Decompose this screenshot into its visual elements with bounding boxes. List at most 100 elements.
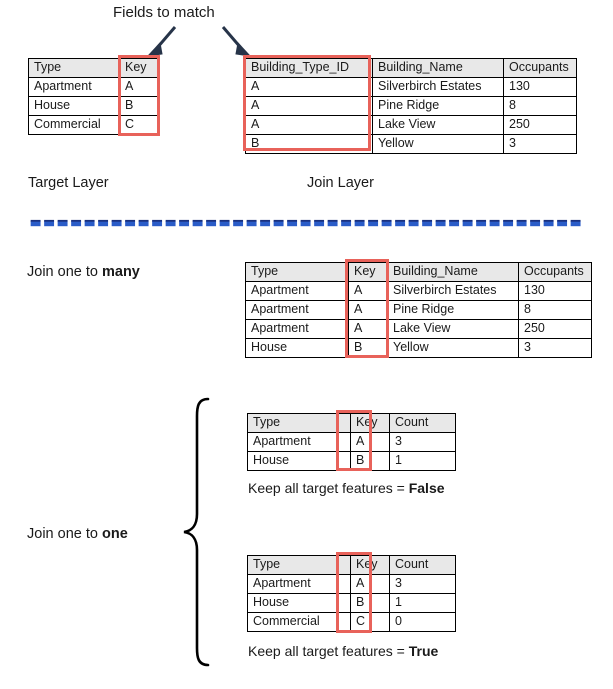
cell-occupants: 8 <box>503 96 577 116</box>
table-row: Apartment A 3 <box>247 432 456 452</box>
table-row: Commercial C 0 <box>247 612 456 632</box>
column-header-building-name: Building_Name <box>372 58 504 78</box>
column-header-type: Type <box>247 555 351 575</box>
table-header-row: Type Key Count <box>247 555 456 575</box>
one-to-many-table-wrap: Type Key Building_Name Occupants Apartme… <box>245 262 592 358</box>
cell-building-name: Silverbirch Estates <box>372 77 504 97</box>
table-row: House B 1 <box>247 593 456 613</box>
column-header-occupants: Occupants <box>518 262 592 282</box>
column-header-key: Key <box>350 413 390 433</box>
cell-key: B <box>350 593 390 613</box>
cell-occupants: 250 <box>518 319 592 339</box>
cell-occupants: 130 <box>503 77 577 97</box>
join-one-to-many-label: Join one to many <box>27 264 140 281</box>
join-one-to-one-label-prefix: Join one to <box>27 526 102 542</box>
cell-key: A <box>348 281 388 301</box>
table-row: B Yellow 3 <box>245 134 577 154</box>
caption-value: True <box>408 643 439 659</box>
cell-type: Apartment <box>245 319 349 339</box>
one-to-many-result-table: Type Key Building_Name Occupants Apartme… <box>245 262 592 358</box>
cell-building-name: Pine Ridge <box>387 300 519 320</box>
target-layer-caption: Target Layer <box>28 175 109 191</box>
cell-key: B <box>350 451 390 471</box>
table-row: Apartment A 3 <box>247 574 456 594</box>
cell-count: 1 <box>389 451 456 471</box>
cell-key: A <box>348 300 388 320</box>
column-header-key: Key <box>119 58 159 78</box>
cell-key: C <box>350 612 390 632</box>
caption-prefix: Keep all target features = <box>248 643 409 659</box>
keep-all-target-features-false-caption: Keep all target features = False <box>248 480 445 496</box>
cell-type: Apartment <box>245 281 349 301</box>
cell-count: 3 <box>389 432 456 452</box>
table-row: A Lake View 250 <box>245 115 577 135</box>
table-row: House B <box>28 96 159 116</box>
table-row: Apartment A Pine Ridge 8 <box>245 300 592 320</box>
table-row: House B Yellow 3 <box>245 338 592 358</box>
section-divider <box>30 219 581 227</box>
column-header-occupants: Occupants <box>503 58 577 78</box>
arrow-to-target-key-icon <box>146 26 177 57</box>
column-header-building-name: Building_Name <box>387 262 519 282</box>
cell-type: House <box>28 96 120 116</box>
cell-building-type-id: B <box>245 134 373 154</box>
cell-type: House <box>245 338 349 358</box>
table-header-row: Type Key Building_Name Occupants <box>245 262 592 282</box>
cell-type: Apartment <box>245 300 349 320</box>
one-to-one-false-result-table: Type Key Count Apartment A 3 House B 1 <box>247 413 456 471</box>
column-header-type: Type <box>247 413 351 433</box>
caption-prefix: Keep all target features = <box>248 480 409 496</box>
cell-count: 0 <box>389 612 456 632</box>
table-row: Apartment A Silverbirch Estates 130 <box>245 281 592 301</box>
cell-building-type-id: A <box>245 77 373 97</box>
target-layer-table-wrap: Type Key Apartment A House B Commercial … <box>28 58 159 135</box>
cell-building-type-id: A <box>245 96 373 116</box>
column-header-key: Key <box>348 262 388 282</box>
column-header-key: Key <box>350 555 390 575</box>
cell-type: House <box>247 593 351 613</box>
cell-building-type-id: A <box>245 115 373 135</box>
cell-count: 3 <box>389 574 456 594</box>
cell-type: Apartment <box>247 432 351 452</box>
one-to-one-grouping-brace <box>183 397 210 667</box>
cell-building-name: Yellow <box>387 338 519 358</box>
cell-building-name: Yellow <box>372 134 504 154</box>
column-header-count: Count <box>389 555 456 575</box>
cell-key: B <box>348 338 388 358</box>
one-to-one-true-table-wrap: Type Key Count Apartment A 3 House B 1 C… <box>247 555 456 632</box>
join-layer-table: Building_Type_ID Building_Name Occupants… <box>245 58 577 154</box>
table-row: Apartment A <box>28 77 159 97</box>
table-header-row: Type Key <box>28 58 159 78</box>
cell-key: B <box>119 96 159 116</box>
join-one-to-many-label-prefix: Join one to <box>27 264 102 280</box>
cell-key: A <box>348 319 388 339</box>
cell-key: A <box>119 77 159 97</box>
cell-type: Commercial <box>28 115 120 135</box>
cell-count: 1 <box>389 593 456 613</box>
arrow-to-join-key-icon <box>221 26 252 57</box>
join-layer-table-wrap: Building_Type_ID Building_Name Occupants… <box>245 58 577 154</box>
cell-occupants: 8 <box>518 300 592 320</box>
caption-value: False <box>408 480 445 496</box>
join-one-to-one-label-emphasis: one <box>101 526 128 542</box>
column-header-count: Count <box>389 413 456 433</box>
cell-type: Apartment <box>247 574 351 594</box>
table-row: A Silverbirch Estates 130 <box>245 77 577 97</box>
one-to-one-true-result-table: Type Key Count Apartment A 3 House B 1 C… <box>247 555 456 632</box>
join-one-to-many-label-emphasis: many <box>101 264 140 280</box>
target-layer-table: Type Key Apartment A House B Commercial … <box>28 58 159 135</box>
cell-key: C <box>119 115 159 135</box>
cell-occupants: 3 <box>518 338 592 358</box>
cell-key: A <box>350 574 390 594</box>
table-header-row: Building_Type_ID Building_Name Occupants <box>245 58 577 78</box>
cell-type: Commercial <box>247 612 351 632</box>
join-one-to-one-label: Join one to one <box>27 526 128 543</box>
cell-occupants: 3 <box>503 134 577 154</box>
column-header-building-type-id: Building_Type_ID <box>245 58 373 78</box>
table-row: House B 1 <box>247 451 456 471</box>
column-header-type: Type <box>245 262 349 282</box>
join-layer-caption: Join Layer <box>307 175 374 191</box>
cell-building-name: Lake View <box>387 319 519 339</box>
cell-building-name: Silverbirch Estates <box>387 281 519 301</box>
cell-building-name: Pine Ridge <box>372 96 504 116</box>
